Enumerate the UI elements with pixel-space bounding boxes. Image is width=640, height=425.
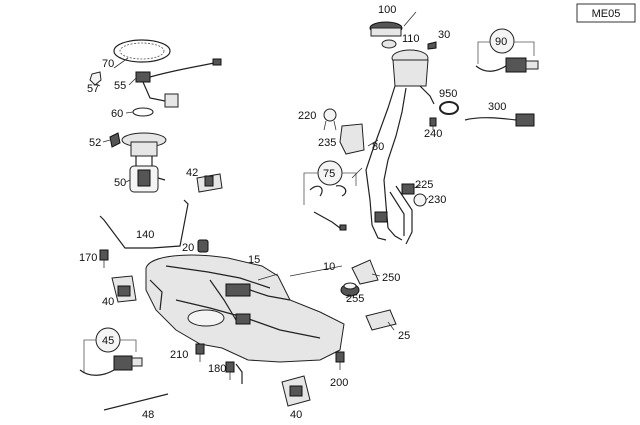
connector-40-left — [111, 275, 137, 303]
refbox-45 — [79, 327, 143, 376]
part-num-300: 300 — [488, 101, 506, 113]
part-num-225: 225 — [415, 179, 433, 191]
part-num-15: 15 — [248, 254, 260, 266]
page-code-box: ME05 — [576, 3, 636, 23]
cap-20 — [197, 239, 209, 253]
refbox-90 — [475, 28, 539, 73]
pad-25 — [365, 309, 397, 331]
part-labels: 100 110 30 90 70 57 55 60 52 50 42 140 9… — [79, 4, 507, 421]
bolt-240 — [429, 117, 437, 127]
part-num-170: 170 — [79, 252, 97, 264]
part-num-57: 57 — [87, 83, 99, 95]
part-num-40-left: 40 — [102, 296, 114, 308]
vent-hose-300 — [464, 113, 535, 127]
bracket-250 — [351, 259, 379, 285]
part-num-950: 950 — [439, 88, 457, 100]
part-num-75: 75 — [323, 168, 335, 180]
part-num-180: 180 — [208, 363, 226, 375]
hose-clamp-950 — [439, 101, 459, 115]
part-num-80: 80 — [372, 141, 384, 153]
seal-ring-70 — [113, 39, 171, 63]
clip-30 — [427, 41, 437, 50]
bolt-210 — [195, 343, 205, 362]
part-num-140: 140 — [136, 229, 154, 241]
fuel-pump-module-50 — [121, 132, 167, 193]
leader-lines — [95, 57, 429, 331]
wire-48 — [103, 393, 169, 411]
bolt-200 — [335, 351, 345, 370]
part-num-10: 10 — [323, 261, 335, 273]
clip-57 — [89, 71, 102, 86]
part-num-110: 110 — [402, 33, 420, 45]
fuel-tank-10 — [145, 254, 345, 363]
part-num-25: 25 — [398, 330, 410, 342]
grommet-230 — [413, 193, 427, 207]
part-num-90: 90 — [495, 36, 507, 48]
part-num-220: 220 — [298, 110, 316, 122]
part-num-210: 210 — [170, 349, 188, 361]
part-num-100: 100 — [378, 4, 396, 16]
strap-140 — [99, 199, 189, 249]
grommet-220 — [323, 108, 337, 131]
bolt-170 — [99, 249, 109, 268]
part-num-235: 235 — [318, 137, 336, 149]
bracket-235 — [339, 123, 365, 155]
filler-cap-100 — [369, 21, 403, 37]
filler-neck-80 — [365, 49, 435, 245]
part-num-42: 42 — [186, 167, 198, 179]
part-num-40-bottom: 40 — [290, 409, 302, 421]
part-num-230: 230 — [428, 194, 446, 206]
part-num-55: 55 — [114, 80, 126, 92]
part-num-70: 70 — [102, 58, 114, 70]
connector-42 — [196, 173, 223, 193]
refbox-75 — [303, 160, 357, 231]
ring-110 — [381, 39, 397, 49]
part-num-255: 255 — [346, 293, 364, 305]
part-num-48: 48 — [142, 409, 154, 421]
part-num-52: 52 — [89, 137, 101, 149]
part-num-200: 200 — [330, 377, 348, 389]
grommet-255 — [340, 282, 360, 297]
part-num-30: 30 — [438, 29, 450, 41]
connector-40-bottom — [281, 375, 311, 407]
part-num-60: 60 — [111, 108, 123, 120]
clip-52 — [109, 132, 121, 148]
part-num-45: 45 — [102, 335, 114, 347]
part-num-50: 50 — [114, 177, 126, 189]
fuel-level-sender-55 — [135, 58, 222, 108]
part-num-20: 20 — [182, 242, 194, 254]
bolt-180 — [225, 361, 243, 384]
part-num-240: 240 — [424, 128, 442, 140]
part-num-250: 250 — [382, 272, 400, 284]
grommet-225 — [401, 183, 415, 195]
gasket-60 — [132, 107, 154, 117]
page-code: ME05 — [592, 8, 621, 20]
